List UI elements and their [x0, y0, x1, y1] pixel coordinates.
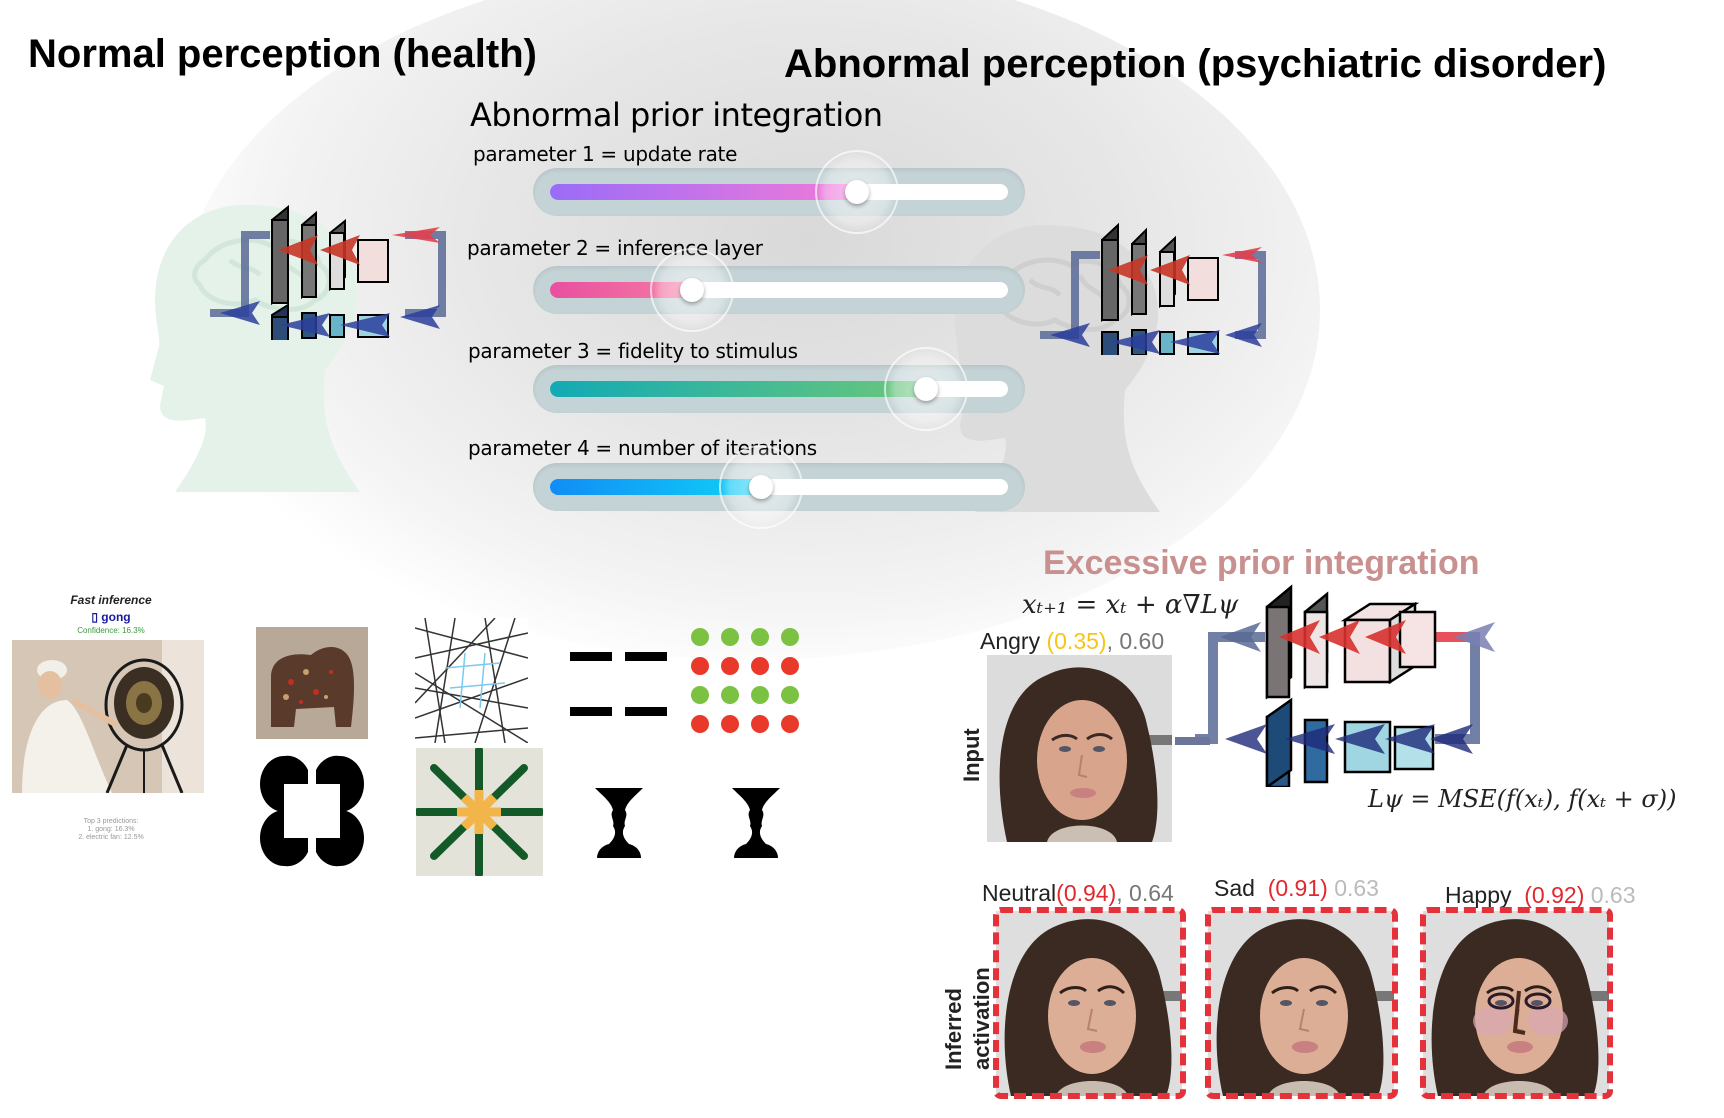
sad-dashed-frame: [1205, 907, 1398, 1099]
neutral-separator: ,: [1116, 880, 1130, 906]
slider-rail: [550, 282, 1008, 298]
grouping-dot: [781, 628, 799, 646]
neutral-second-score: 0.64: [1129, 880, 1174, 906]
slider-fidelity-to-stimulus[interactable]: [533, 347, 1025, 431]
grouping-dot: [781, 657, 799, 675]
grouping-dot: [781, 715, 799, 733]
neutral-score: (0.94): [1056, 880, 1117, 906]
slider-inference-layer[interactable]: [533, 248, 1025, 332]
input-face-image: [987, 655, 1172, 842]
sad-emotion: Sad: [1214, 875, 1255, 901]
grouping-dot: [751, 715, 769, 733]
grouping-dot: [721, 657, 739, 675]
slider-number-of-iterations[interactable]: [533, 445, 1025, 529]
dashed-lines-grouping-image: [570, 640, 675, 720]
happy-face-image: [1423, 911, 1609, 1096]
grouping-dot: [721, 628, 739, 646]
healthy-network-diagram: [210, 204, 450, 346]
grouping-dot: [781, 686, 799, 704]
slider-knob[interactable]: [679, 278, 704, 302]
happy-second-score: 0.63: [1590, 882, 1636, 908]
slider-knob[interactable]: [844, 180, 869, 204]
normal-perception-title: Normal perception (health): [28, 32, 537, 76]
confidence-text: Confidence: 16.3%: [77, 626, 145, 635]
disorder-network-diagram: [1040, 220, 1280, 361]
sad-emotion-label: Sad (0.91) 0.63: [1214, 875, 1379, 902]
inferred-label-line-1: Inferred: [941, 988, 966, 1070]
slider-label-fidelity: parameter 3 = fidelity to stimulus: [468, 339, 798, 363]
input-arrow-connector: [1175, 737, 1210, 745]
top-predictions: Top 3 predictions: 1. gong: 16.3% 2. ele…: [0, 818, 222, 842]
input-emotion: Angry: [980, 628, 1041, 654]
neutral-emotion: Neutral: [982, 880, 1057, 906]
grouping-dot: [751, 686, 769, 704]
grouping-dot: [691, 657, 709, 675]
sad-second-score: 0.63: [1334, 875, 1379, 901]
fast-inference-title: Fast inference: [70, 593, 152, 607]
kanizsa-square-image: [256, 752, 368, 870]
grouping-dot: [691, 686, 709, 704]
input-row-label: Input: [959, 728, 984, 782]
input-emotion-score: (0.35): [1046, 628, 1107, 654]
color-dots-grouping-image: [688, 625, 800, 737]
happy-emotion-label: Happy (0.92) 0.63: [1445, 882, 1636, 909]
slider-knob[interactable]: [913, 377, 938, 401]
slider-update-rate[interactable]: [533, 150, 1025, 234]
neutral-dashed-frame: [993, 907, 1186, 1099]
grouping-dot: [691, 628, 709, 646]
abnormal-perception-title: Abnormal perception (psychiatric disorde…: [784, 42, 1607, 86]
bear-texture-image: [256, 627, 368, 739]
grouping-dot: [751, 628, 769, 646]
encoder-decoder-network-diagram: [1175, 582, 1525, 792]
slider-knob[interactable]: [748, 475, 773, 499]
top-predictions-header: Top 3 predictions:: [83, 818, 139, 825]
cobweb-occlusion-image: [414, 617, 529, 744]
excessive-prior-integration-title: Excessive prior integration: [1043, 544, 1480, 582]
gong-photo: [12, 640, 204, 793]
update-equation: xₜ₊₁ = xₜ + α∇Lψ: [1022, 590, 1239, 620]
grouping-dot: [721, 715, 739, 733]
input-second-score: 0.60: [1119, 628, 1165, 654]
inferred-label-line-2: activation: [969, 967, 994, 1070]
sad-score: (0.91): [1267, 875, 1328, 901]
grouping-dot: [721, 686, 739, 704]
fast-inference-panel: Fast inference ▯ gong Confidence: 16.3% …: [0, 588, 222, 843]
slider-label-update-rate: parameter 1 = update rate: [473, 142, 738, 166]
neutral-emotion-label: Neutral(0.94), 0.64: [982, 880, 1174, 907]
neon-color-spreading-image: [414, 746, 545, 878]
input-emotion-label: Angry (0.35), 0.60: [980, 628, 1164, 655]
slider-rail: [550, 184, 1008, 200]
grouping-dot: [691, 715, 709, 733]
abnormal-prior-integration-title: Abnormal prior integration: [470, 96, 883, 134]
loss-equation: Lψ = MSE(f(xₜ), f(xₜ + σ)): [1368, 785, 1677, 813]
slider-fill: [550, 184, 857, 200]
happy-score: (0.92): [1524, 882, 1585, 908]
top-prediction-1: 1. gong: 16.3%: [87, 826, 135, 833]
prediction-label: ▯ gong: [91, 610, 131, 624]
inferred-activation-row-label: Inferred activation: [940, 967, 996, 1070]
happy-emotion: Happy: [1445, 882, 1512, 908]
rubin-vase-image-1: [593, 788, 645, 858]
slider-fill: [550, 479, 761, 495]
slider-fill: [550, 381, 926, 397]
happy-dashed-frame: [1420, 907, 1613, 1099]
top-prediction-2: 2. electric fan: 12.5%: [78, 834, 144, 841]
grouping-dot: [751, 657, 769, 675]
input-separator: ,: [1106, 628, 1120, 654]
rubin-vase-image-2: [730, 788, 782, 858]
